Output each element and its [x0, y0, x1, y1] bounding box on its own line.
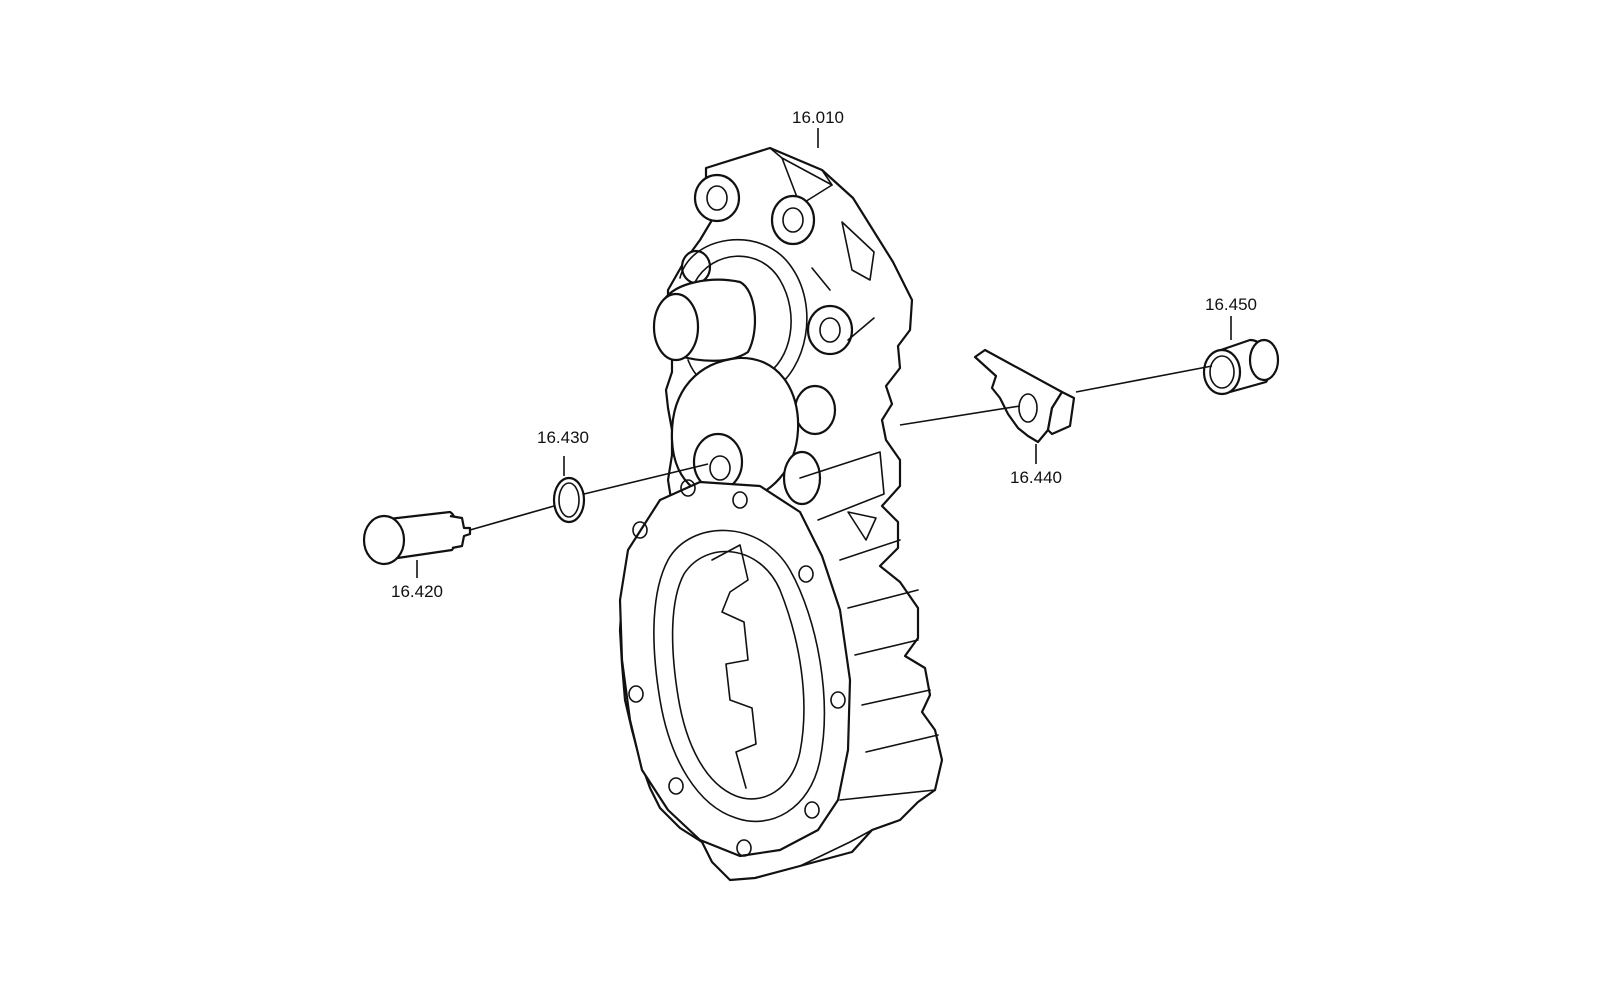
- flange-inner-bore: [653, 529, 826, 823]
- o-ring-16430: [552, 476, 586, 524]
- callout-16450: 16.450: [1205, 295, 1257, 314]
- bracket-16440: [973, 348, 1076, 444]
- callout-16440: 16.440: [1010, 468, 1062, 487]
- side-boss-2: [793, 384, 837, 436]
- top-boss-right: [770, 194, 816, 246]
- flange-bolt-holes: [628, 479, 846, 857]
- sleeve-16450: [1202, 338, 1280, 396]
- top-boss-left: [693, 173, 741, 223]
- callout-16430: 16.430: [537, 428, 589, 447]
- side-boss-1: [806, 304, 854, 356]
- mounting-flange: [618, 480, 852, 858]
- housing-top-rib: [781, 157, 833, 206]
- plug-head: [362, 514, 406, 566]
- callout-leaders: [416, 128, 1232, 578]
- internal-teeth: [711, 544, 757, 789]
- callout-16420: 16.420: [391, 582, 443, 601]
- assembly-axes: [469, 365, 1213, 531]
- plug-16420: [362, 510, 472, 566]
- bracket-slot: [1018, 393, 1038, 423]
- housing-16010: [618, 146, 944, 882]
- callout-16010: 16.010: [792, 108, 844, 127]
